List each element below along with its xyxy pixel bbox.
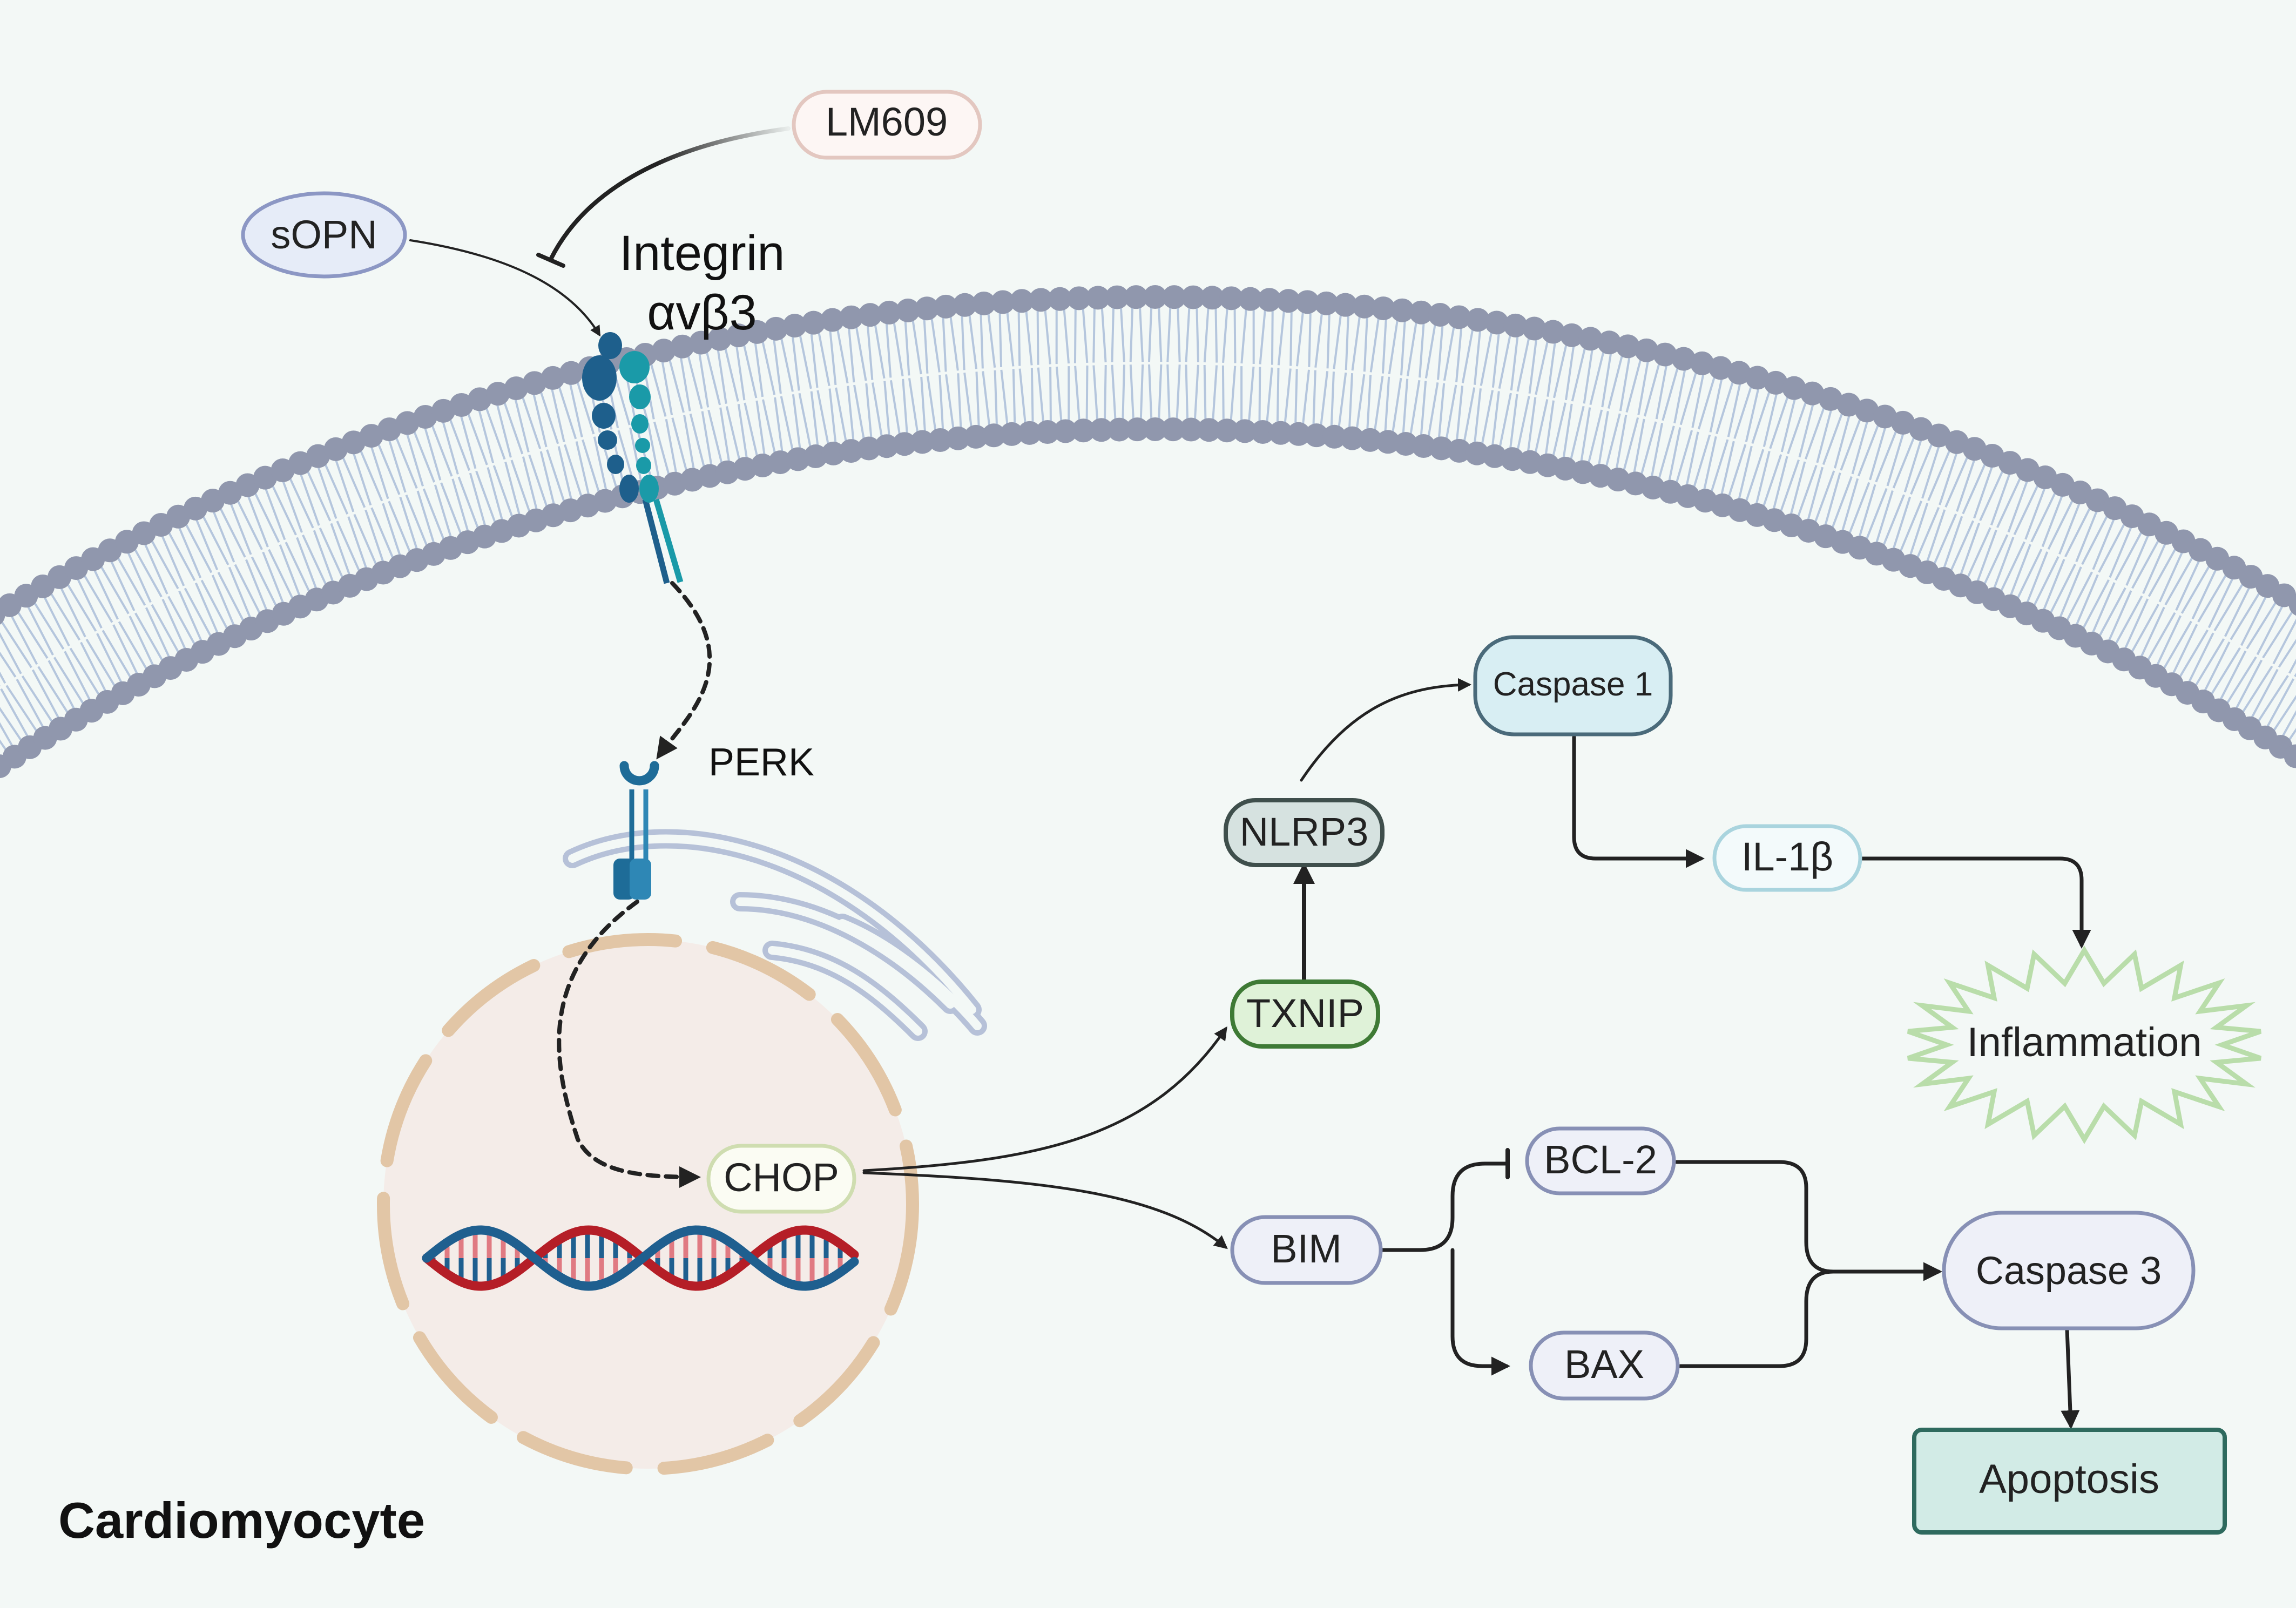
arrow-caspase3-to-apoptosis xyxy=(2061,1327,2080,1429)
arrow-il1b-to-inflammation xyxy=(1859,856,2091,949)
txnip-label: TXNIP xyxy=(1246,991,1364,1036)
arrow-chop-to-bim xyxy=(862,1171,1228,1249)
integrin-label-line1: Integrin xyxy=(619,226,785,281)
lipid-tails xyxy=(0,307,2296,751)
lipid-heads xyxy=(0,285,2296,779)
cell-type-label: Cardiomyocyte xyxy=(58,1492,425,1549)
perk-label: PERK xyxy=(708,741,814,784)
sopn-label: sOPN xyxy=(271,212,377,257)
node-inflammation: Inflammation xyxy=(1907,945,2262,1144)
node-bim: BIM xyxy=(1230,1215,1383,1285)
node-lm609: LM609 xyxy=(792,90,982,160)
bcl2-to-caspase3 xyxy=(1674,1160,1835,1274)
bim-label: BIM xyxy=(1271,1226,1342,1271)
node-il1b: IL-1β xyxy=(1712,824,1862,892)
connectors xyxy=(409,126,2091,1429)
lm609-label: LM609 xyxy=(826,99,948,144)
caspase1-label: Caspase 1 xyxy=(1493,666,1653,703)
arrow-nlrp3-to-caspase1 xyxy=(1300,678,1471,782)
node-txnip: TXNIP xyxy=(1230,979,1380,1049)
cell-membrane xyxy=(0,285,2296,779)
nlrp3-label: NLRP3 xyxy=(1240,809,1369,854)
arrow-perk-to-chop xyxy=(557,900,701,1188)
er-lumen xyxy=(568,834,982,1036)
apoptosis-label: Apoptosis xyxy=(1979,1456,2159,1502)
node-nlrp3: NLRP3 xyxy=(1224,798,1385,867)
chop-label: CHOP xyxy=(724,1155,839,1200)
il1b-label: IL-1β xyxy=(1741,834,1833,879)
inflammation-label: Inflammation xyxy=(1967,1019,2202,1065)
node-sopn: sOPN xyxy=(241,191,407,279)
perk-receptor-icon xyxy=(613,761,659,900)
bcl2-label: BCL-2 xyxy=(1544,1137,1657,1182)
arrow-bim-to-bax xyxy=(1450,1248,1510,1376)
bim-branch xyxy=(1380,1161,1510,1252)
node-caspase3: Caspase 3 xyxy=(1942,1211,2196,1330)
bax-label: BAX xyxy=(1564,1342,1644,1387)
arrow-integrin-to-perk xyxy=(656,581,712,760)
dna-helix-icon xyxy=(422,1225,859,1291)
arrow-sopn-to-integrin xyxy=(409,239,601,337)
nucleus xyxy=(377,933,919,1475)
inhibition-bar-integrin xyxy=(536,253,565,268)
node-apoptosis: Apoptosis xyxy=(1912,1428,2227,1535)
inhibition-lm609-to-integrin xyxy=(549,126,791,261)
node-bax: BAX xyxy=(1529,1330,1680,1401)
caspase3-label: Caspase 3 xyxy=(1976,1249,2162,1293)
bax-to-caspase3 xyxy=(1678,1262,1942,1368)
node-chop: CHOP xyxy=(706,1144,856,1214)
node-caspase1: Caspase 1 xyxy=(1473,635,1673,737)
integrin-label-line2: αvβ3 xyxy=(647,285,757,340)
integrin-receptor-icon xyxy=(582,332,684,584)
arrow-chop-to-txnip xyxy=(862,1026,1227,1172)
arrow-caspase1-to-il1b xyxy=(1572,735,1705,868)
node-bcl2: BCL-2 xyxy=(1525,1126,1676,1195)
